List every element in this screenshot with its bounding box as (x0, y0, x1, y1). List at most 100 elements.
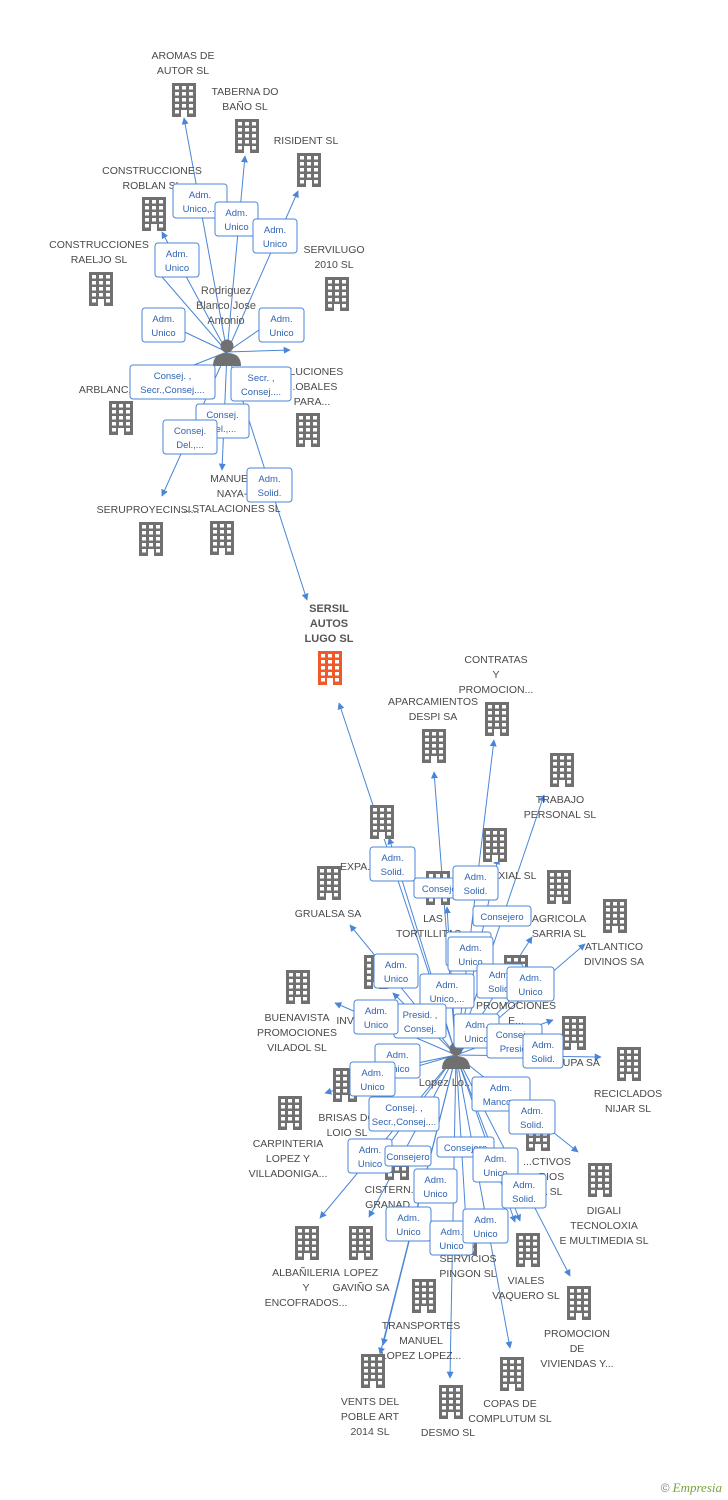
role-label[interactable]: Adm.Unico (154, 242, 200, 278)
company-node-c23-building-icon[interactable] (562, 1016, 586, 1050)
company-node-c1-building-icon[interactable] (172, 83, 196, 117)
company-node-c20-building-icon[interactable] (286, 970, 310, 1004)
building-window (378, 1357, 382, 1361)
role-label-line: Adm. (459, 943, 481, 954)
building-window (335, 292, 339, 296)
company-node-c24-building-icon[interactable] (617, 1047, 641, 1081)
building-door (326, 893, 332, 900)
building-window (620, 1050, 624, 1054)
role-label[interactable]: Adm.Unico (413, 1168, 458, 1204)
building-window (145, 224, 149, 228)
role-label-text: Adm.Unico,... (183, 190, 218, 215)
role-label[interactable]: Adm.Unico (462, 1208, 509, 1244)
building-window (577, 1307, 581, 1311)
company-node-c30-building-icon[interactable] (295, 1226, 319, 1260)
role-label[interactable]: Adm.Unico (447, 936, 494, 972)
main-company-building-icon[interactable] (318, 651, 342, 685)
role-label-line: Adm. (440, 1227, 462, 1238)
company-node-c12-building-icon[interactable] (422, 729, 446, 763)
building-window (303, 997, 307, 1001)
role-label[interactable]: Adm.Solid. (501, 1173, 547, 1209)
company-node-c14-building-icon[interactable] (370, 805, 394, 839)
role-label[interactable]: Adm.Unico,... (419, 973, 475, 1009)
role-label[interactable]: Adm.Unico (258, 307, 305, 343)
role-label-line: Consejero (422, 884, 465, 895)
company-node-c29-building-icon[interactable] (588, 1163, 612, 1197)
role-label-line: Unico (423, 1189, 447, 1200)
role-label[interactable]: Adm.Unico (252, 218, 298, 254)
company-node-c26-building-icon[interactable] (278, 1096, 302, 1130)
role-label[interactable]: Adm.Solid. (369, 846, 416, 882)
company-node-c13-building-icon[interactable] (550, 753, 574, 787)
role-label[interactable]: Adm.Solid. (508, 1099, 556, 1135)
brand-logo-text[interactable]: Empresia (672, 1480, 722, 1495)
role-label[interactable]: Adm.Solid. (246, 467, 293, 503)
building-window (380, 814, 384, 818)
company-node-c4-building-icon[interactable] (142, 197, 166, 231)
building-window (517, 1360, 521, 1364)
building-window (570, 1313, 574, 1317)
company-node-c16-building-icon[interactable] (317, 866, 341, 900)
role-label[interactable]: Adm.Unico (385, 1206, 432, 1242)
role-label[interactable]: Secr. ,Consej.... (230, 366, 292, 402)
company-node-c35-building-icon[interactable] (412, 1279, 436, 1313)
building-window (456, 1394, 460, 1398)
role-label[interactable]: Adm.Unico,... (172, 183, 228, 219)
company-node-c8-building-icon[interactable] (296, 413, 320, 447)
role-label[interactable]: Adm.Unico (506, 966, 555, 1002)
company-node-c18-building-icon[interactable] (547, 870, 571, 904)
company-node-c37-building-icon[interactable] (439, 1385, 463, 1419)
company-node-c33-building-icon[interactable] (516, 1233, 540, 1267)
building-window (627, 1056, 631, 1060)
role-label[interactable]: Adm.Unico (349, 1061, 396, 1097)
company-node-c36-building-icon[interactable] (361, 1354, 385, 1388)
company-node-c31-building-icon[interactable] (349, 1226, 373, 1260)
person-node-p1-person-icon[interactable] (213, 339, 241, 367)
building-window (627, 1050, 631, 1054)
role-label[interactable]: Adm.Unico (353, 999, 399, 1035)
building-window (557, 885, 561, 889)
building-window (189, 104, 193, 108)
role-label[interactable]: Adm.Solid. (452, 865, 499, 901)
role-label[interactable]: Consejero (472, 905, 532, 927)
building-window (456, 1412, 460, 1416)
company-label-c34-line: VIVIENDAS Y... (540, 1358, 613, 1370)
company-node-c7-building-icon[interactable] (109, 401, 133, 435)
company-node-c5-building-icon[interactable] (89, 272, 113, 306)
role-label[interactable]: Consej. ,Secr.,Consej.... (368, 1096, 440, 1132)
role-label[interactable]: Consej.Del.,... (162, 419, 218, 455)
building-window (327, 869, 331, 873)
role-label[interactable]: Adm.Unico (214, 201, 259, 237)
company-node-c9-building-icon[interactable] (139, 522, 163, 556)
building-window (288, 1105, 292, 1109)
role-label-line: Adm. (270, 314, 292, 325)
role-label[interactable]: Presid. ,Consej. (393, 1003, 447, 1039)
building-window (613, 914, 617, 918)
role-label-text: Adm.Unico (269, 314, 293, 339)
role-label[interactable]: Adm.Unico (373, 953, 419, 989)
building-window (503, 1384, 507, 1388)
company-node-c38-building-icon[interactable] (500, 1357, 524, 1391)
role-label[interactable]: Adm.Solid. (522, 1033, 564, 1069)
company-node-c3-building-icon[interactable] (297, 153, 321, 187)
building-window (119, 416, 123, 420)
company-node-c15-building-icon[interactable] (483, 828, 507, 862)
building-window (343, 1071, 347, 1075)
role-label-line: Manco... (483, 1097, 519, 1108)
company-node-c2-building-icon[interactable] (235, 119, 259, 153)
company-node-c10-building-icon[interactable] (210, 521, 234, 555)
building-window (99, 275, 103, 279)
building-window (343, 1089, 347, 1093)
company-node-c11-building-icon[interactable] (485, 702, 509, 736)
building-window (106, 281, 110, 285)
role-label-line: Adm. (189, 190, 211, 201)
building-window (634, 1056, 638, 1060)
building-door (334, 304, 340, 311)
role-label[interactable]: Adm.Unico (141, 307, 186, 343)
company-node-c6-building-icon[interactable] (325, 277, 349, 311)
company-node-c19-building-icon[interactable] (603, 899, 627, 933)
building-door (559, 780, 565, 787)
company-node-c34-building-icon[interactable] (567, 1286, 591, 1320)
role-label[interactable]: Consej. ,Secr.,Consej.... (129, 364, 216, 400)
role-label[interactable]: Consejero (384, 1145, 432, 1167)
